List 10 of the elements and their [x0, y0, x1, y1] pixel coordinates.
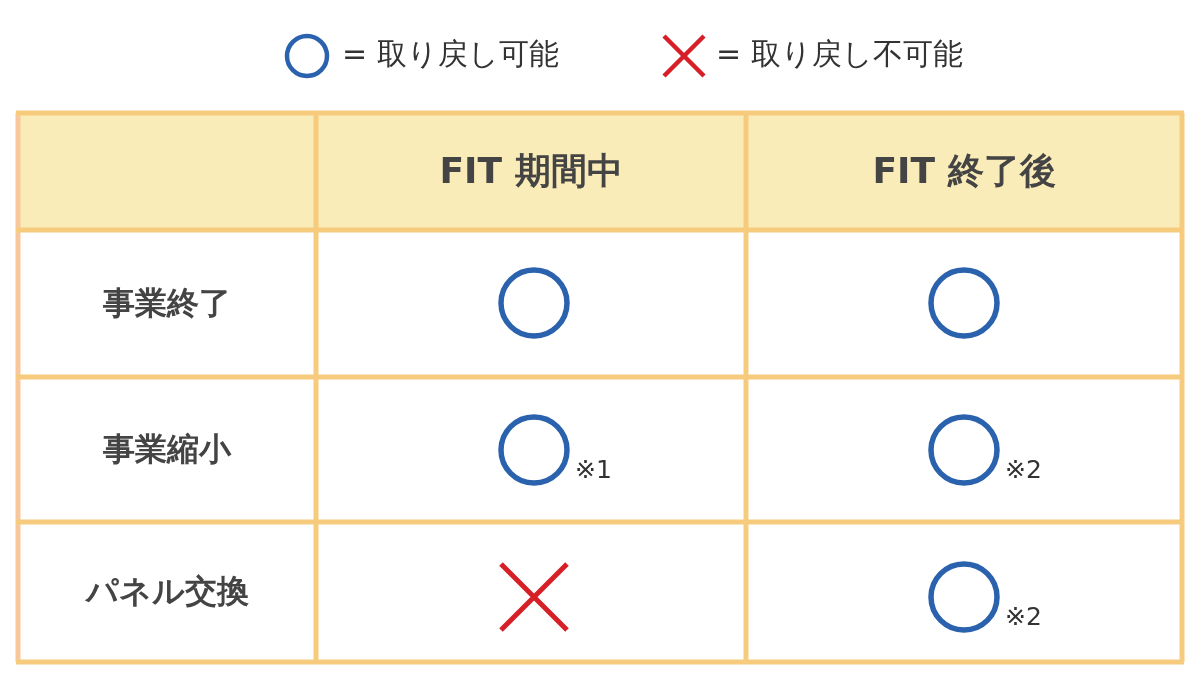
row-header: 事業縮小 [102, 428, 233, 470]
footnote-mark: ※2 [1005, 455, 1042, 484]
column-header: FIT 期間中 [438, 149, 624, 193]
legend-text: = 取り戻し可能 [342, 35, 559, 73]
column-header: FIT 終了後 [871, 149, 1057, 193]
row-header: 事業終了 [102, 282, 232, 324]
footnote-mark: ※2 [1005, 602, 1042, 631]
row-header: パネル交換 [84, 571, 250, 612]
footnote-mark: ※1 [575, 455, 612, 484]
legend-text: = 取り戻し不可能 [716, 35, 963, 73]
